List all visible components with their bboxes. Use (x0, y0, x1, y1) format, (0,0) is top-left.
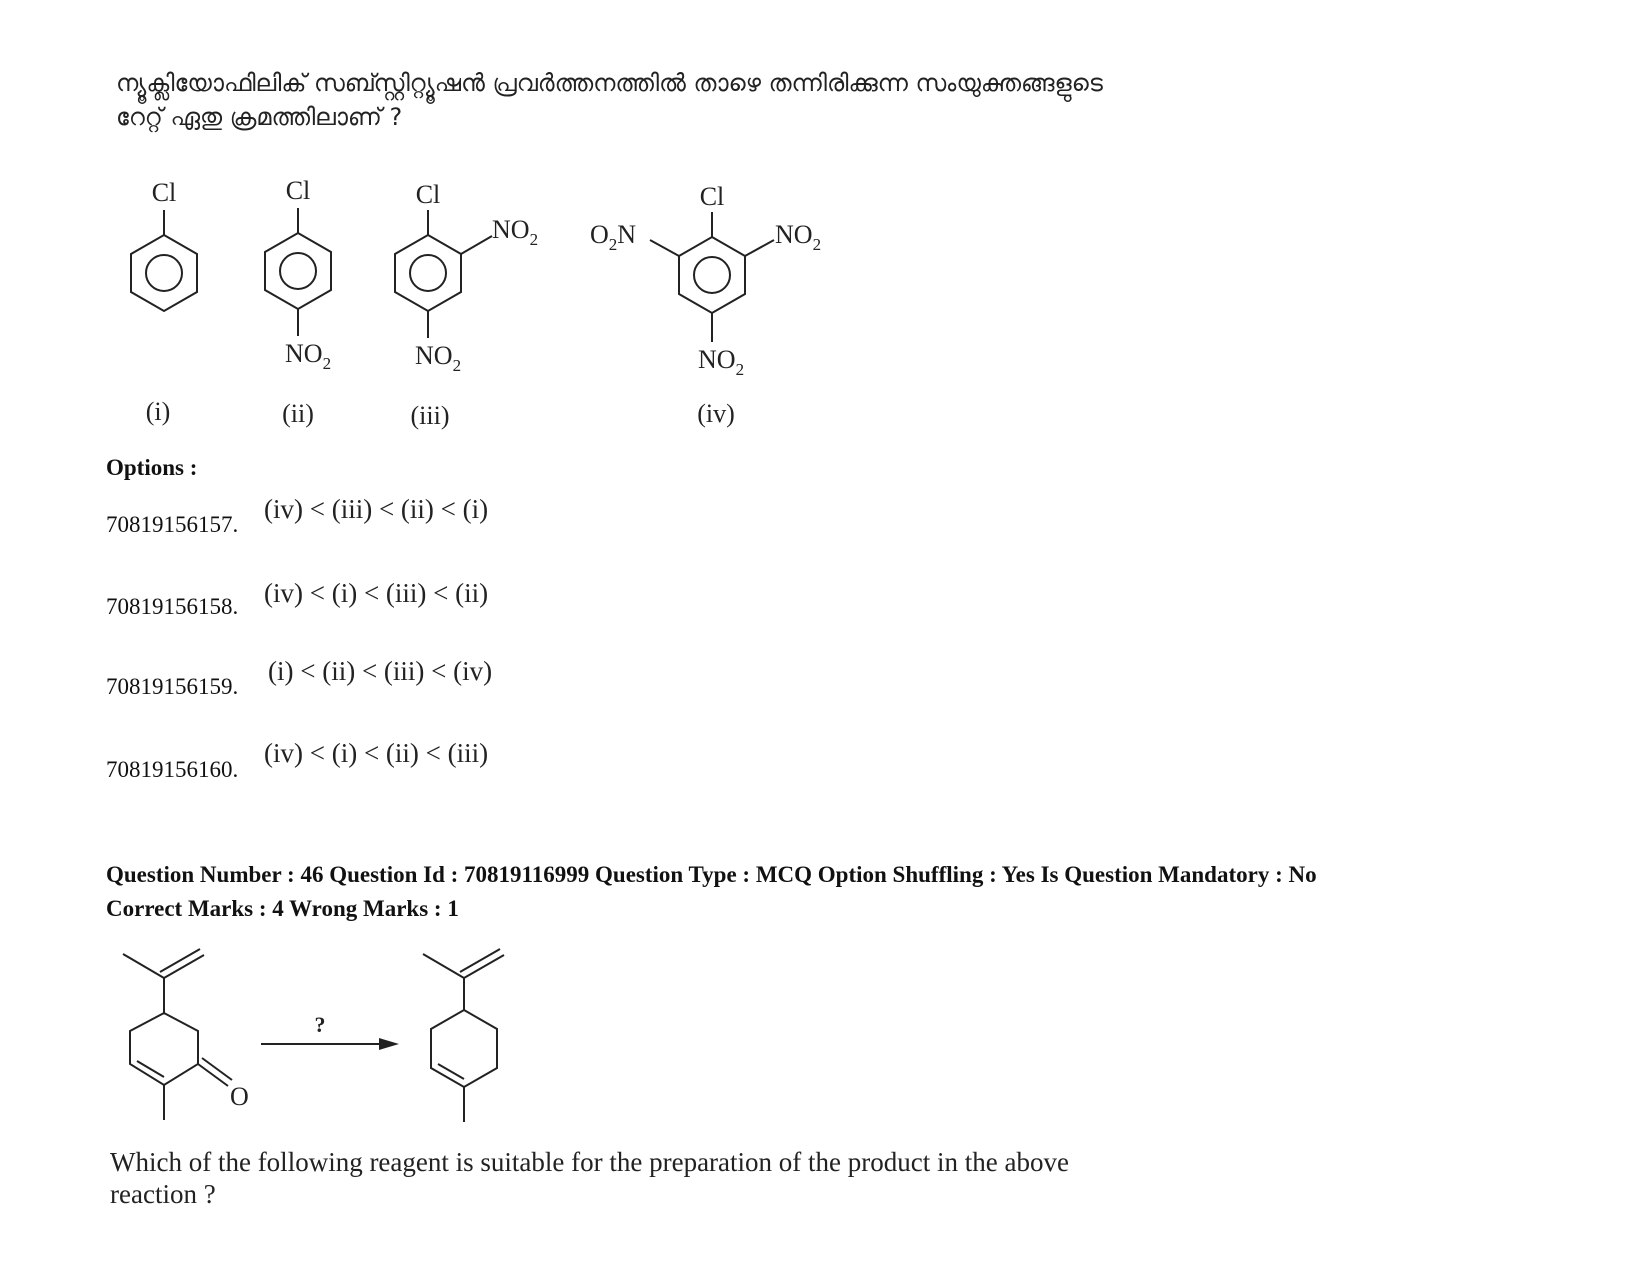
reactant-structure (122, 948, 233, 1120)
compound-ii-ring (264, 208, 332, 336)
arrow-head (379, 1038, 399, 1050)
product-structure (422, 948, 505, 1122)
option-text: (iv) < (iii) < (ii) < (i) (264, 494, 489, 524)
option-id: 70819156158. (106, 594, 239, 619)
compound-label-i: (i) (146, 397, 171, 426)
question-text-malayalam: ന്യൂക്ലിയോഫിലിക് സബ്സ്റ്റിറ്റ്യൂഷൻ പ്രവർ… (116, 66, 1266, 134)
question-line-2: reaction ? (110, 1179, 216, 1209)
compound-i-ring (130, 210, 198, 313)
compound-iii-ring (394, 210, 493, 338)
atom-cl: Cl (286, 176, 311, 205)
option-id: 70819156157. (106, 512, 239, 537)
atom-cl: Cl (416, 180, 441, 209)
option-text: (i) < (ii) < (iii) < (iv) (268, 656, 493, 686)
compound-iv-ring (649, 212, 775, 342)
option-id: 70819156159. (106, 674, 239, 699)
question-line-1: Which of the following reagent is suitab… (110, 1147, 1069, 1177)
compound-label-iv: (iv) (697, 399, 735, 428)
option-text: (iv) < (i) < (ii) < (iii) (264, 738, 489, 768)
arrow-label: ? (315, 1012, 326, 1037)
atom-no2: NO2 (285, 339, 331, 373)
question-meta-line-2: Correct Marks : 4 Wrong Marks : 1 (106, 896, 459, 921)
atom-cl: Cl (700, 182, 725, 211)
compound-label-ii: (ii) (282, 399, 314, 428)
question-line-1: ന്യൂക്ലിയോഫിലിക് സബ്സ്റ്റിറ്റ്യൂഷൻ പ്രവർ… (116, 69, 1103, 97)
compounds-figure: Cl Cl NO2 Cl NO2 NO2 Cl O2N NO2 NO2 (i) … (130, 176, 821, 430)
atom-no2: NO2 (492, 215, 538, 249)
options-heading: Options : (106, 455, 198, 480)
atom-oxygen: O (230, 1082, 249, 1111)
reaction-scheme: ? O (122, 948, 505, 1122)
atom-no2: NO2 (698, 345, 744, 379)
atom-cl: Cl (152, 178, 177, 207)
question-line-2: റേറ്റ് ഏതു ക്രമത്തിലാണ് ? (116, 103, 403, 131)
atom-o2n: O2N (590, 220, 636, 254)
option-id: 70819156160. (106, 757, 239, 782)
question-text-english: Which of the following reagent is suitab… (110, 1146, 1230, 1210)
atom-no2: NO2 (415, 341, 461, 375)
atom-no2: NO2 (775, 220, 821, 254)
question-meta-line-1: Question Number : 46 Question Id : 70819… (106, 862, 1317, 887)
compound-label-iii: (iii) (411, 401, 450, 430)
option-text: (iv) < (i) < (iii) < (ii) (264, 578, 489, 608)
